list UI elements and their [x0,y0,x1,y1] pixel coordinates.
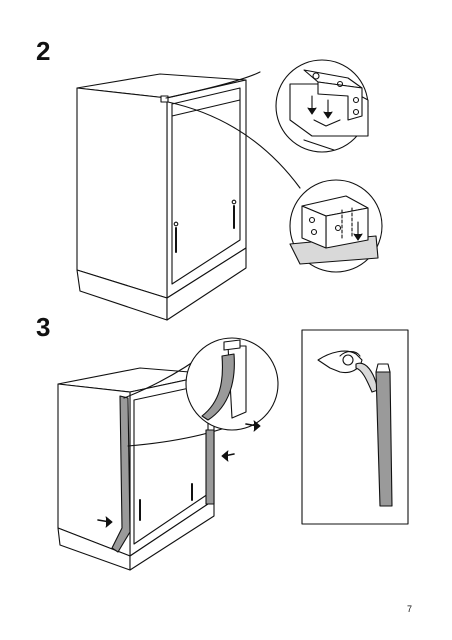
step2-detail-circle-top [276,60,368,152]
step3-detail-circle [186,338,278,431]
step2-dishwasher [77,74,246,320]
step-number-2: 2 [36,36,51,66]
step3-seal-strip [206,430,234,504]
step3-inset-panel [302,330,408,524]
step2-callout-ribbon [166,72,300,188]
step3-dishwasher [58,368,214,570]
page-number: 7 [406,604,412,614]
step-number-3: 3 [36,312,51,342]
step2-detail-circle-bottom [290,180,382,272]
